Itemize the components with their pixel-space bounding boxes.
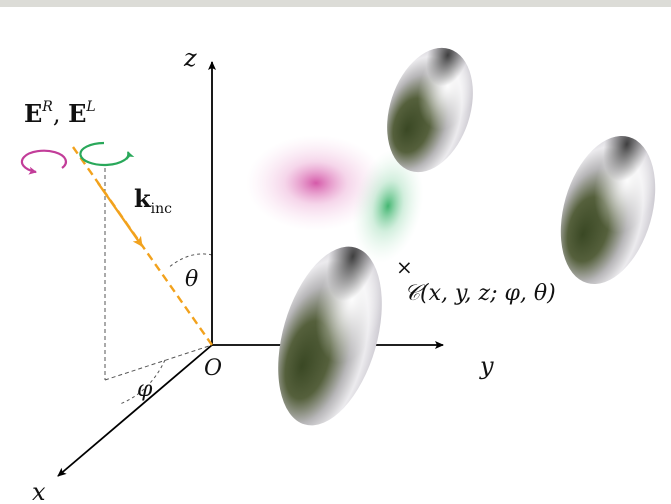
green-field-spot xyxy=(352,148,424,264)
x-axis-label: x xyxy=(32,478,46,504)
top-border-strip xyxy=(0,0,671,7)
phi-arc xyxy=(119,359,166,405)
ellipsoid-particle-right xyxy=(560,135,656,285)
incident-beam-dashed xyxy=(72,146,213,346)
left-circular-arrow-icon xyxy=(79,141,135,167)
polarization-label: ER, EL xyxy=(24,99,96,128)
center-function-label: 𝒞(x, y, z; φ, θ) xyxy=(404,281,556,306)
y-axis-label: y xyxy=(479,352,494,380)
origin-label: O xyxy=(204,356,222,381)
wavevector-label: kinc xyxy=(134,184,172,217)
theta-arc xyxy=(167,253,213,269)
phi-label: φ xyxy=(137,377,153,402)
ellipsoid-particle-top xyxy=(387,47,473,173)
z-axis-label: z xyxy=(183,44,197,72)
center-cross-marker: × xyxy=(396,255,413,279)
right-circular-arrow-icon xyxy=(20,149,67,175)
projection-ground-line xyxy=(104,344,213,381)
ellipsoid-particle-front xyxy=(278,246,382,426)
x-axis xyxy=(57,344,213,477)
theta-label: θ xyxy=(185,267,198,292)
wavevector-arrow xyxy=(97,182,143,247)
magenta-field-spot xyxy=(246,135,386,231)
